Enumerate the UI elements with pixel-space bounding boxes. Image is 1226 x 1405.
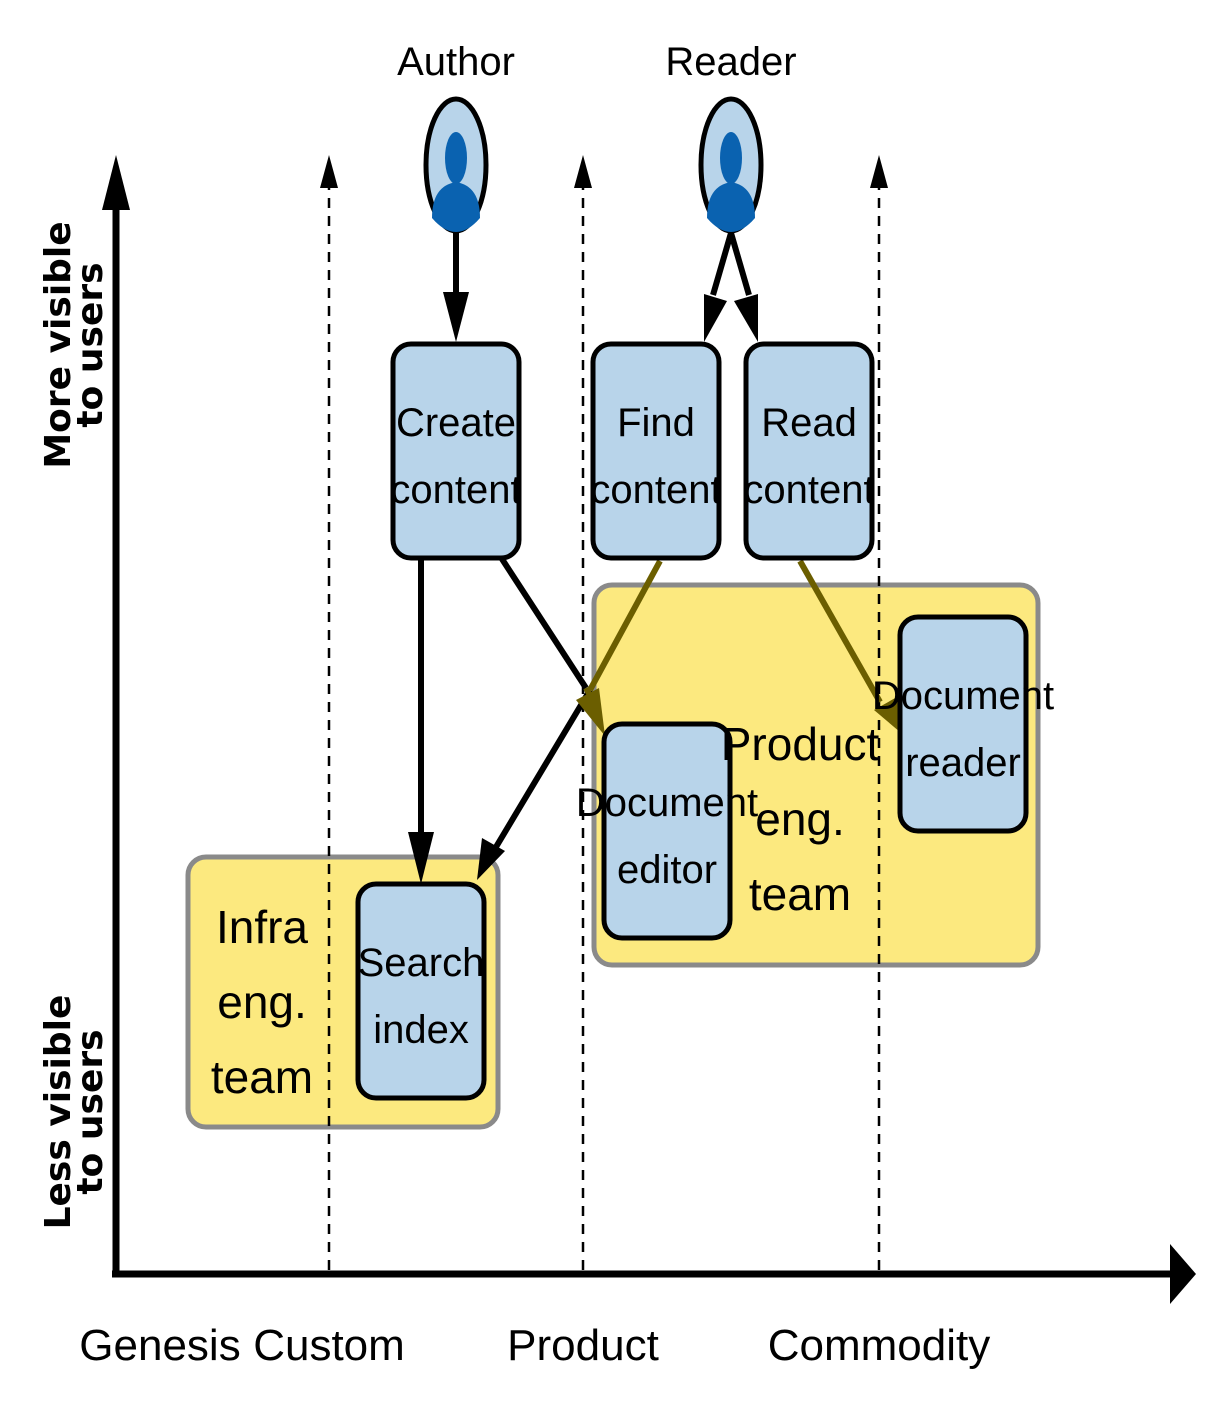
infra-team-label-1: Infra [216,901,308,953]
dependency-arrows [418,232,752,854]
reader-to-read-arrowhead [734,294,758,342]
reader-icon [698,96,764,234]
find-content-node[interactable] [590,341,722,561]
infra-team-label-3: team [211,1051,313,1103]
stage-label-custom: Custom [253,1321,405,1370]
find-to-search-arrow-upper [587,559,663,692]
product-team-label-3: team [749,868,851,920]
document-editor-label-2: editor [617,848,717,892]
y-axis-top-label-1: More visible [38,221,79,468]
search-index-node[interactable] [355,881,487,1101]
author-label: Author [397,40,515,84]
product-team-label-1: Product [721,718,880,770]
stage-label-product: Product [507,1321,659,1370]
document-reader-label-1: Document [872,674,1054,718]
commodity-divider-arrowhead [870,155,888,188]
document-editor-label-1: Document [576,781,758,825]
find-to-search-arrowhead [477,838,505,880]
search-index-label-1: Search [358,941,485,985]
document-editor-node[interactable] [601,721,733,941]
create-content-node[interactable] [390,341,522,561]
read-to-docreader-arrow [797,559,883,704]
search-index-label-2: index [373,1008,469,1052]
read-to-docreader-arrowhead [874,697,900,732]
stage-label-genesis: Genesis [79,1321,240,1370]
document-reader-label-2: reader [905,741,1021,785]
y-axis-top-label-2: to users [70,262,111,427]
y-axis-bottom-label-2: to users [70,1029,111,1194]
product-divider-arrowhead [574,155,592,188]
find-content-label-1: Find [617,401,695,445]
read-content-node[interactable] [743,341,875,561]
read-content-label-1: Read [761,401,857,445]
read-content-label-2: content [743,468,874,512]
x-axis-arrowhead [1170,1244,1196,1304]
custom-divider-arrowhead [320,155,338,188]
find-content-label-2: content [590,468,721,512]
infra-team-label-2: eng. [217,976,307,1028]
create-content-label-1: Create [396,401,516,445]
find-to-search-arrow-lower [490,688,593,854]
reader-to-read-arrow [728,232,752,296]
y-axis-bottom-label-1: Less visible [38,995,79,1230]
author-icon [423,96,489,234]
y-axis-top-label: More visible to users [38,221,111,468]
product-team-label-2: eng. [755,793,845,845]
create-to-search-arrowhead [408,832,434,884]
document-reader-node[interactable] [897,614,1029,834]
y-axis-bottom-label: Less visible to users [38,995,111,1230]
y-axis-arrowhead [102,155,130,210]
create-to-editor-arrow-upper [499,557,589,690]
stage-divider-lines [327,180,881,1272]
reader-to-find-arrow [710,232,734,296]
create-to-editor-arrowhead [576,688,605,736]
stage-label-commodity: Commodity [768,1321,991,1370]
reader-label: Reader [665,40,796,84]
create-content-label-2: content [390,468,521,512]
author-to-create-arrowhead [443,292,469,342]
reader-to-find-arrowhead [704,294,727,342]
